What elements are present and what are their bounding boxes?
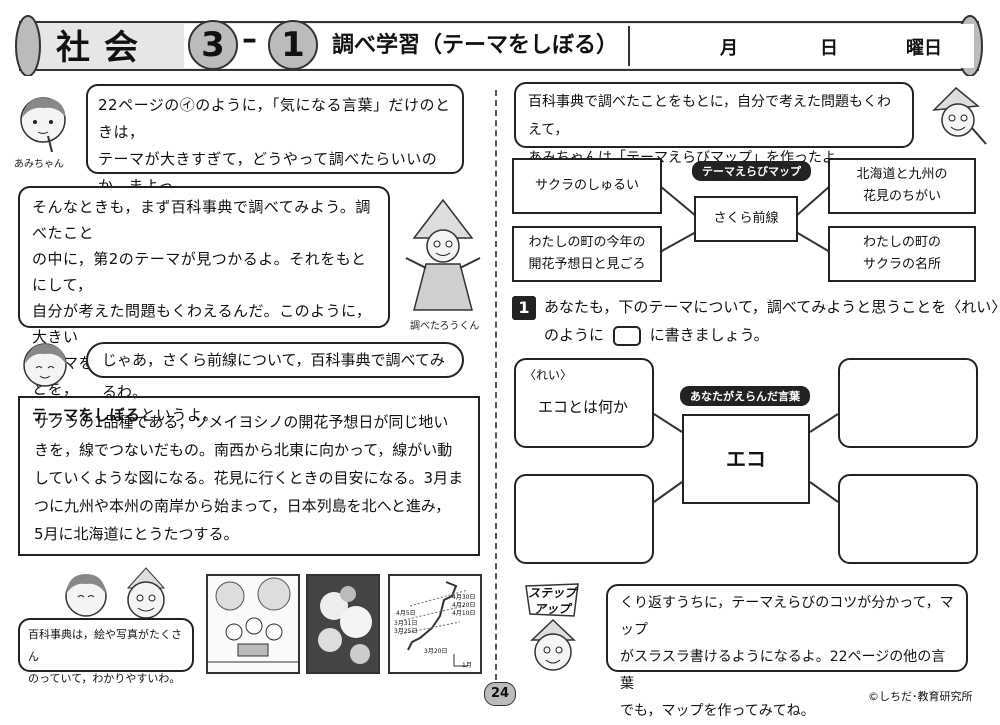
taro-peek	[926, 84, 990, 150]
answer-map-lines	[653, 413, 839, 503]
ami-avatar	[14, 92, 72, 156]
taro-character	[400, 198, 486, 314]
excerpt-line: していくような図になる。花見に行くときの目安になる。3月ま	[34, 469, 464, 487]
map-node: わたしの町の サクラの名所	[828, 226, 976, 282]
step-up-badge: ステップ アップ	[522, 582, 582, 618]
step-label-2: アップ	[534, 602, 571, 616]
bubble-line: 百科事典で調べたことをもとに，自分で考えた問題もくわえて，	[528, 94, 892, 138]
map-date: 3月25日	[394, 628, 418, 635]
excerpt-line: つに九州や本州の南岸から始まって，日本列島を北へと進み，	[34, 497, 451, 515]
key-term-tail: というよ。	[140, 406, 219, 424]
bubble-line: のっていて，わかりやすいわ。	[28, 672, 181, 685]
question-line2-end: に書きましょう。	[649, 326, 769, 344]
day-label: 日	[820, 38, 838, 59]
answer-box-top-right[interactable]	[838, 358, 978, 448]
map-date: 3月20日	[424, 648, 448, 655]
intro-speech-bubble: 百科事典で調べたことをもとに，自分で考えた問題もくわえて， あみちゃんは「テーマ…	[514, 82, 914, 166]
map-date: 4月20日	[452, 602, 476, 609]
bubble-line: 自分が考えた問題もくわえるんだ。このように，大きい	[32, 302, 372, 346]
question-text-2: のように に書きましょう。	[544, 324, 769, 346]
bubble-line: そんなときも，まず百科事典で調べてみよう。調べたこと	[32, 198, 371, 242]
unit-number-major: 3	[188, 20, 238, 70]
theme-map-label: テーマえらびマップ	[692, 161, 811, 181]
step-up-speech-bubble: くり返すうちに，テーマえらびのコツが分かって，マップ がスラスラ書けるようになる…	[606, 584, 968, 719]
bubble-line: でも，マップを作ってみてね。	[620, 703, 815, 719]
taro-label: 調べたろうくん	[410, 321, 480, 332]
key-term: テーマをしぼる	[32, 406, 141, 424]
chosen-word-label: あなたがえらんだ言葉	[680, 386, 810, 406]
example-text: エコとは何か	[538, 398, 629, 416]
ami-speech-bubble-1: 22ページの㋑のように，「気になる言葉」だけのときは， テーマが大きすぎて，どう…	[86, 84, 464, 222]
excerpt-line: サクラの1品種である，ソメイヨシノの開花予想日が同じ地い	[34, 413, 449, 431]
unit-number-minor: 1	[268, 20, 318, 70]
bubble-line: 百科事典は，絵や写真がたくさん	[28, 628, 182, 663]
excerpt-line: 5月に北海道にとうたつする。	[34, 525, 239, 543]
map-date: 3月31日	[394, 620, 418, 627]
map-center-node: さくら前線	[694, 196, 798, 242]
answer-box-bottom-right[interactable]	[838, 474, 978, 564]
unit-number-dash: –	[242, 22, 257, 57]
page-title: 調べ学習（テーマをしぼる）	[332, 33, 619, 58]
taro-step-up	[522, 618, 584, 676]
topic-map-lines	[659, 185, 831, 253]
title-divider	[628, 26, 633, 66]
map-node: サクラのしゅるい	[512, 158, 662, 214]
bubble-line: くり返すうちに，テーマえらびのコツが分かって，マップ	[620, 595, 954, 638]
map-node: 北海道と九州の 花見のちがい	[828, 158, 976, 214]
map-node: わたしの町の今年の 開花予想日と見ごろ	[512, 226, 662, 282]
ami-avatar-2	[20, 340, 70, 390]
page-number: 24	[484, 682, 516, 706]
map-date: 1月	[462, 662, 472, 669]
cherry-blossom-photo	[306, 574, 380, 674]
ami-speech-bubble-2: じゃあ，さくら前線について，百科事典で調べてみるわ。	[86, 342, 464, 401]
excerpt-line: きを，線でつないだもの。南西から北東に向かって，線がい動	[34, 441, 453, 459]
hanami-illustration	[206, 574, 300, 674]
month-label: 月	[720, 38, 738, 59]
map-date: 4月30日	[452, 594, 476, 601]
map-date: 4月10日	[452, 610, 476, 617]
answer-box-icon	[612, 325, 641, 346]
copyright: ©しちだ･教育研究所	[868, 690, 973, 703]
map-date: 4月5日	[396, 610, 416, 617]
header-scroll: 社会 3 – 1 調べ学習（テーマをしぼる） 月 日 曜日	[14, 14, 984, 76]
encyclopedia-excerpt: サクラの1品種である，ソメイヨシノの開花予想日が同じ地い きを，線でつないだもの…	[18, 396, 480, 556]
question-line2-start: のように	[544, 326, 605, 344]
ami-label: あみちゃん	[14, 159, 64, 170]
example-label: 〈れい〉	[524, 368, 573, 382]
ami-speech-bubble-3: 百科事典は，絵や写真がたくさん のっていて，わかりやすいわ。	[18, 618, 194, 685]
taro-speech-bubble: そんなときも，まず百科事典で調べてみよう。調べたこと の中に，第2のテーマが見つ…	[18, 186, 390, 424]
bubble-line: がスラスラ書けるようになるよ。22ページの他の言葉	[620, 649, 946, 692]
sakura-front-map: 4月30日 4月20日 4月10日 4月5日 3月31日 3月25日 3月20日…	[388, 574, 482, 674]
answer-box-bottom-left[interactable]	[514, 474, 654, 564]
weekday-label: 曜日	[906, 38, 942, 59]
two-characters	[56, 566, 176, 622]
question-number: 1	[512, 296, 536, 320]
bubble-line: の中に，第2のテーマが見つかるよ。それをもとにして，	[32, 250, 367, 294]
example-box: 〈れい〉 エコとは何か	[514, 358, 654, 448]
center-word-box: エコ	[682, 414, 810, 504]
bubble-line: 22ページの㋑のように，「気になる言葉」だけのときは，	[98, 96, 451, 141]
question-text: あなたも，下のテーマについて，調べてみようと思うことを〈れい〉	[544, 298, 1000, 316]
step-label: ステップ	[528, 586, 577, 600]
bubble-line: テーマをしぼるというよ。	[32, 402, 376, 428]
column-divider	[495, 90, 497, 680]
subject-title: 社会	[56, 28, 152, 68]
